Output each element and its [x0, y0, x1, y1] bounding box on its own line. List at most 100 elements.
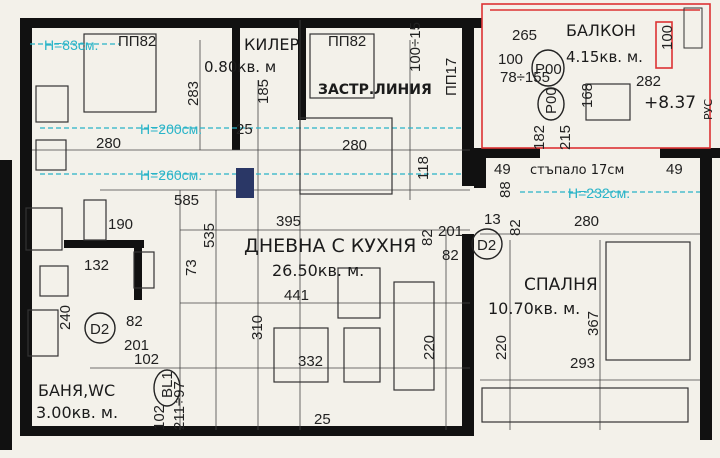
- wall-top: [20, 18, 482, 28]
- dim-310: 310: [249, 315, 266, 340]
- wall-bottom: [20, 426, 470, 436]
- balcony-name: БАЛКОН: [566, 21, 636, 40]
- door-bl1-circle: [153, 369, 181, 407]
- built-line-label: ЗАСТР.ЛИНИЯ: [318, 82, 432, 98]
- dim-395: 395: [276, 213, 301, 230]
- dim-280-dining: 280: [342, 137, 367, 154]
- dim-185: 185: [255, 79, 272, 104]
- dim-441: 441: [284, 287, 309, 304]
- dim-49-right: 49: [666, 161, 683, 178]
- dim-201-bath: 201: [124, 337, 149, 354]
- wall-pantry-left: [232, 20, 240, 150]
- dim-168: 168: [579, 83, 596, 108]
- kitchen-unit: [35, 85, 69, 123]
- dim-100-red: 100: [659, 25, 676, 50]
- ceiling-height-260: H=260см.: [140, 167, 202, 183]
- dim-190: 190: [108, 216, 133, 233]
- washer: [25, 207, 63, 251]
- dim-82-a: 82: [419, 229, 436, 246]
- sofa: [393, 281, 435, 391]
- ceiling-height-83: H=83см.: [44, 37, 98, 53]
- furniture: [25, 33, 691, 423]
- dim-240: 240: [57, 305, 74, 330]
- wall-bath-right: [134, 240, 142, 300]
- dim-220-living: 220: [421, 335, 438, 360]
- door-markers: [84, 49, 565, 407]
- dim-265: 265: [512, 27, 537, 44]
- balcony-shelf: [683, 7, 703, 49]
- wall-pantry-right: [298, 20, 306, 120]
- dim-49-left: 49: [494, 161, 511, 178]
- tv-unit: [337, 267, 381, 319]
- balcony-area: 4.15кв. м.: [566, 48, 643, 66]
- window-labels: ПП82 ПП82 ПП17 P00 P00: [118, 33, 562, 114]
- side-label: РУС: [702, 99, 715, 120]
- dim-82-bath: 82: [126, 313, 143, 330]
- pantry-name: КИЛЕР: [244, 35, 299, 54]
- dining-table: [299, 117, 393, 195]
- dim-293: 293: [570, 355, 595, 372]
- dim-102-vertical: 102: [151, 405, 168, 430]
- dim-100-15: 100÷15: [407, 22, 424, 72]
- balcony-red-box: [655, 21, 673, 69]
- dim-102-horizontal: 102: [134, 351, 159, 368]
- coffee-table: [343, 327, 381, 383]
- dim-82-b: 82: [442, 247, 459, 264]
- window-p00-top-circle: [531, 49, 565, 87]
- pantry-area: 0.80кв. м: [204, 58, 276, 76]
- window-pp82-right: ПП82: [328, 33, 366, 50]
- dim-132: 132: [84, 257, 109, 274]
- window-p00-bottom: P00: [543, 87, 560, 114]
- armchair: [273, 327, 329, 383]
- dim-73: 73: [183, 259, 200, 276]
- wall-bedroom-left: [462, 234, 474, 436]
- dim-282: 282: [636, 73, 661, 90]
- dim-211-97: 211÷97: [171, 381, 188, 430]
- dim-118: 118: [415, 156, 432, 180]
- dim-182: 182: [531, 125, 548, 150]
- living-area: 26.50кв. м.: [272, 261, 364, 280]
- balcony-chair: [585, 83, 631, 121]
- dim-535: 535: [201, 223, 218, 248]
- wall-balcony-bottom-right: [660, 148, 720, 158]
- bed-left: [83, 33, 157, 113]
- dim-280-kitchen: 280: [96, 135, 121, 152]
- dim-367: 367: [585, 311, 602, 336]
- dimension-lines: [32, 20, 700, 430]
- wall-bath-top: [64, 240, 144, 248]
- dim-220-bedroom: 220: [493, 335, 510, 360]
- elevation-label: +8.37: [644, 93, 696, 113]
- step-label: стъпало 17см: [530, 163, 624, 178]
- dim-280-bedroom: 280: [574, 213, 599, 230]
- bath-sink: [27, 309, 59, 357]
- double-bed: [605, 241, 691, 361]
- dim-585: 585: [174, 192, 199, 209]
- window-p00-bottom-circle: [537, 87, 565, 121]
- dim-201-right: 201: [438, 223, 463, 240]
- door-d2-right-circle: [471, 228, 503, 260]
- dim-13: 13: [484, 211, 501, 228]
- dim-88: 88: [497, 181, 514, 198]
- misc-labels: ЗАСТР.ЛИНИЯ стъпало 17см H=83см. H=200см…: [44, 37, 715, 201]
- wall-living-right: [462, 18, 474, 186]
- ceiling-height-200: H=200см.: [140, 121, 202, 137]
- wall-bedroom-right: [700, 150, 712, 440]
- window-pp82-left: ПП82: [118, 33, 156, 50]
- wall-balcony-bottom: [480, 148, 540, 158]
- dimension-labels: 265 100 100 78÷155 282 100÷15 283 185 28…: [57, 22, 683, 430]
- sink: [35, 139, 67, 171]
- dim-25: 25: [236, 121, 253, 138]
- dim-283: 283: [185, 81, 202, 106]
- room-labels: КИЛЕР 0.80кв. м ДНЕВНА С КУХНЯ 26.50кв. …: [36, 21, 643, 422]
- window-p00-top: P00: [535, 61, 562, 78]
- dim-215: 215: [557, 125, 574, 150]
- appliance: [133, 251, 155, 289]
- dim-100-balcony: 100: [498, 51, 523, 68]
- walls: [0, 18, 720, 450]
- living-name: ДНЕВНА С КУХНЯ: [244, 235, 416, 257]
- wall-outer-left: [0, 160, 12, 450]
- dim-78-155: 78÷155: [500, 69, 550, 86]
- bedroom-area: 10.70кв. м.: [488, 299, 580, 318]
- door-d2-right: D2: [477, 237, 496, 254]
